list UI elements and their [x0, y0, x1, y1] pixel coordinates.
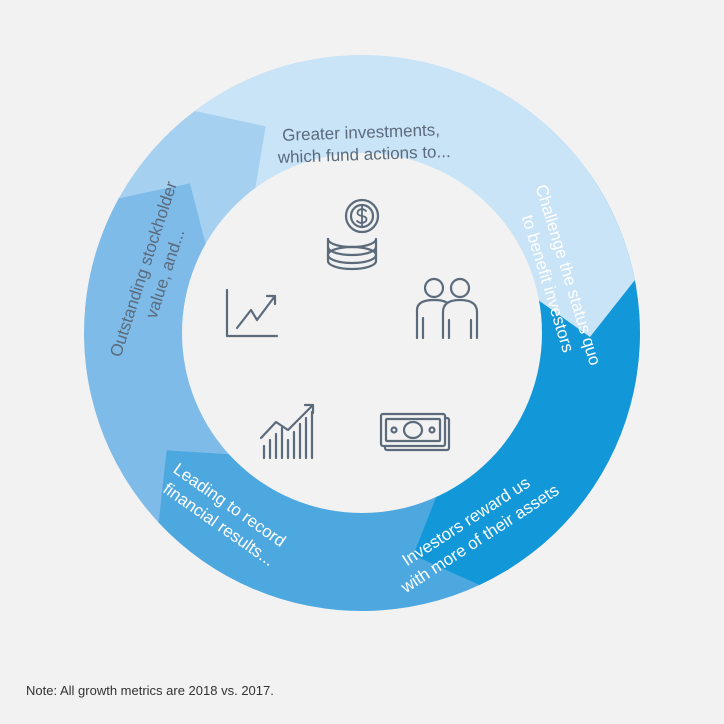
ring-segments: [84, 55, 640, 612]
coins-icon: [326, 198, 380, 271]
bar-chart-icon: [259, 403, 315, 460]
inner-circle: [182, 153, 542, 513]
line-chart-icon: [225, 288, 279, 338]
banknote-icon: [379, 412, 451, 452]
people-icon: [415, 277, 479, 340]
ring-segment-greater-investments: [194, 55, 635, 337]
footnote: Note: All growth metrics are 2018 vs. 20…: [26, 683, 274, 698]
